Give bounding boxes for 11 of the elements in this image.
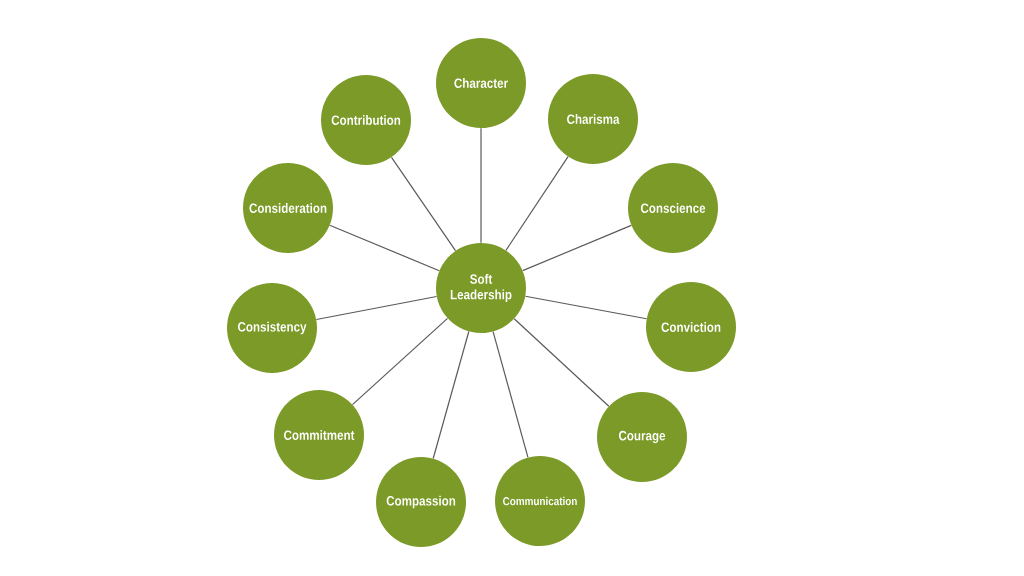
connector-line [513, 318, 610, 407]
connector-line [351, 317, 449, 406]
connector-line [329, 224, 440, 272]
connector-line [492, 330, 529, 459]
connector-line [522, 224, 632, 272]
connector-line [432, 330, 470, 460]
connector-line [480, 127, 482, 244]
connector-line [524, 295, 648, 320]
connector-line [315, 295, 438, 321]
connector-line [505, 156, 569, 251]
connector-line [390, 156, 457, 252]
